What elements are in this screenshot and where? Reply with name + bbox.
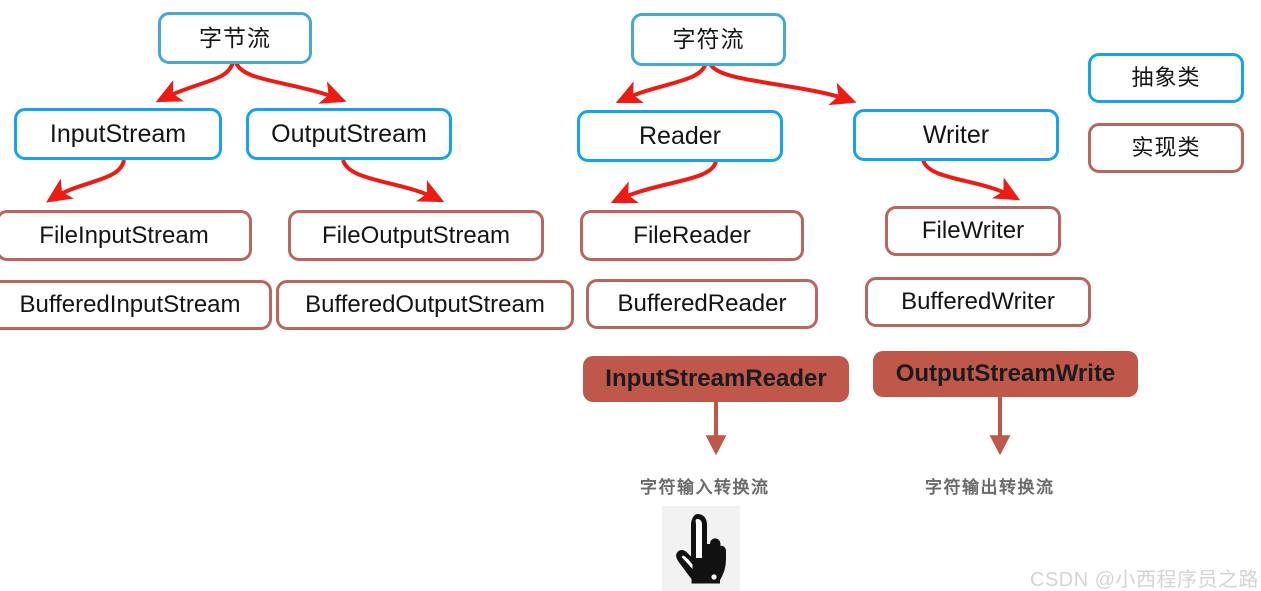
arrow-bytestream-to-outputstream bbox=[234, 61, 347, 104]
node-byte-stream-label: 字节流 bbox=[199, 24, 271, 51]
node-buffered-writer-label: BufferedWriter bbox=[901, 288, 1055, 315]
node-file-output-stream-label: FileOutputStream bbox=[321, 221, 511, 249]
arrow-inputstream-to-fileinputstream bbox=[46, 159, 126, 203]
node-buffered-input-stream-label: BufferedInputStream bbox=[19, 291, 241, 318]
node-writer[interactable]: Writer bbox=[853, 109, 1059, 161]
node-reader-label: Reader bbox=[639, 121, 721, 150]
node-input-stream-reader-label: InputStreamReader bbox=[605, 365, 827, 392]
csdn-watermark: CSDN @小西程序员之路 bbox=[1030, 563, 1259, 591]
legend-impl-label: 实现类 bbox=[1131, 135, 1201, 160]
node-output-stream[interactable]: OutputStream bbox=[246, 108, 452, 160]
legend-impl-box[interactable]: 实现类 bbox=[1088, 123, 1244, 173]
node-writer-label: Writer bbox=[922, 120, 990, 149]
node-input-stream[interactable]: InputStream bbox=[14, 108, 222, 160]
node-buffered-writer[interactable]: BufferedWriter bbox=[865, 277, 1091, 327]
node-file-reader[interactable]: FileReader bbox=[580, 210, 804, 261]
node-file-reader-label: FileReader bbox=[633, 221, 751, 249]
arrow-charstream-to-reader bbox=[615, 62, 708, 104]
node-char-stream[interactable]: 字符流 bbox=[631, 13, 786, 66]
node-file-writer[interactable]: FileWriter bbox=[885, 206, 1061, 256]
node-buffered-input-stream[interactable]: BufferedInputStream bbox=[0, 280, 272, 330]
node-file-input-stream-label: FileInputStream bbox=[39, 221, 209, 249]
node-input-stream-label: InputStream bbox=[49, 119, 187, 148]
node-output-stream-label: OutputStream bbox=[271, 119, 427, 148]
caption-output-converter-text: 字符输出转换流 bbox=[925, 478, 1055, 497]
arrow-charstream-to-writer bbox=[708, 61, 857, 106]
node-buffered-output-stream-label: BufferedOutputStream bbox=[305, 291, 545, 318]
node-file-output-stream[interactable]: FileOutputStream bbox=[288, 210, 544, 261]
node-file-writer-label: FileWriter bbox=[921, 217, 1025, 244]
pointing-hand-icon bbox=[676, 513, 726, 583]
csdn-watermark-text: CSDN @小西程序员之路 bbox=[1030, 569, 1260, 591]
node-buffered-reader[interactable]: BufferedReader bbox=[586, 279, 818, 329]
node-output-stream-write-label: OutputStreamWrite bbox=[895, 360, 1116, 387]
caption-output-converter: 字符输出转换流 bbox=[925, 473, 1055, 498]
arrow-bytestream-to-inputstream bbox=[155, 61, 235, 103]
node-output-stream-write[interactable]: OutputStreamWrite bbox=[873, 351, 1138, 397]
node-buffered-output-stream[interactable]: BufferedOutputStream bbox=[276, 280, 574, 330]
arrow-reader-to-filereader bbox=[610, 160, 718, 204]
arrow-outputstream-to-fileoutputstream bbox=[341, 159, 445, 203]
arrow-writer-to-filewriter bbox=[921, 159, 1021, 201]
node-buffered-reader-label: BufferedReader bbox=[617, 290, 787, 317]
cursor-icon-container bbox=[662, 506, 740, 591]
caption-input-converter-text: 字符输入转换流 bbox=[640, 478, 770, 497]
node-file-input-stream[interactable]: FileInputStream bbox=[0, 210, 252, 261]
node-char-stream-label: 字符流 bbox=[672, 26, 745, 52]
node-byte-stream[interactable]: 字节流 bbox=[158, 12, 312, 64]
node-input-stream-reader[interactable]: InputStreamReader bbox=[583, 356, 849, 402]
legend-abstract-label: 抽象类 bbox=[1131, 65, 1201, 90]
node-reader[interactable]: Reader bbox=[577, 110, 783, 162]
legend-abstract-box[interactable]: 抽象类 bbox=[1088, 53, 1244, 103]
caption-input-converter: 字符输入转换流 bbox=[640, 473, 770, 498]
